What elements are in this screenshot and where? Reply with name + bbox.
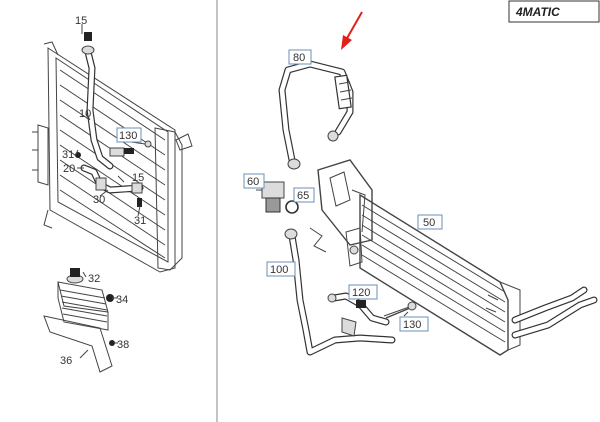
callout-50: 50 — [417, 214, 443, 230]
callout-20: 20 — [63, 163, 75, 175]
callout-130-left: 130 — [116, 127, 142, 143]
svg-text:31: 31 — [134, 215, 146, 227]
callout-120: 120 — [348, 284, 378, 300]
badge-text: 4MATIC — [515, 5, 560, 19]
callout-15-top: 15 — [75, 15, 87, 27]
callout-36: 36 — [60, 355, 72, 367]
svg-text:60: 60 — [247, 176, 259, 188]
svg-text:34: 34 — [116, 294, 128, 306]
connector-60 — [256, 181, 299, 214]
pipe-100 — [281, 227, 396, 356]
oil-cooler-50 — [317, 159, 598, 356]
callout-100: 100 — [266, 261, 296, 277]
hose-120 — [327, 291, 390, 326]
hose-80 — [278, 60, 354, 170]
4matic-badge: 4MATIC — [508, 0, 600, 23]
svg-text:130: 130 — [403, 319, 421, 331]
callout-10: 10 — [79, 108, 91, 120]
svg-text:80: 80 — [293, 52, 305, 64]
callout-65: 65 — [293, 187, 315, 203]
oil-cooler-drawing — [43, 268, 118, 373]
bolt-130 — [383, 301, 417, 319]
svg-text:50: 50 — [423, 217, 435, 229]
callout-130-right: 130 — [399, 316, 429, 332]
svg-text:30: 30 — [93, 194, 105, 206]
svg-text:15: 15 — [132, 172, 144, 184]
svg-text:130: 130 — [119, 130, 137, 142]
svg-text:32: 32 — [88, 273, 100, 285]
svg-text:120: 120 — [352, 287, 370, 299]
callout-31-left: 31 — [62, 149, 74, 161]
svg-text:31: 31 — [62, 149, 74, 161]
callout-38: 38 — [117, 339, 129, 351]
svg-text:10: 10 — [79, 108, 91, 120]
callout-30: 30 — [93, 194, 105, 206]
svg-text:15: 15 — [75, 15, 87, 27]
svg-text:38: 38 — [117, 339, 129, 351]
svg-text:65: 65 — [297, 190, 309, 202]
svg-text:100: 100 — [270, 264, 288, 276]
svg-text:20: 20 — [63, 163, 75, 175]
callout-15-mid: 15 — [132, 172, 144, 184]
callout-32: 32 — [88, 273, 100, 285]
svg-text:36: 36 — [60, 355, 72, 367]
callout-34: 34 — [116, 294, 128, 306]
radiator-drawing — [32, 24, 193, 273]
callout-60: 60 — [243, 173, 265, 189]
callout-31-bottom: 31 — [134, 215, 146, 227]
callout-80: 80 — [288, 49, 312, 65]
indicator-arrow — [341, 11, 363, 50]
